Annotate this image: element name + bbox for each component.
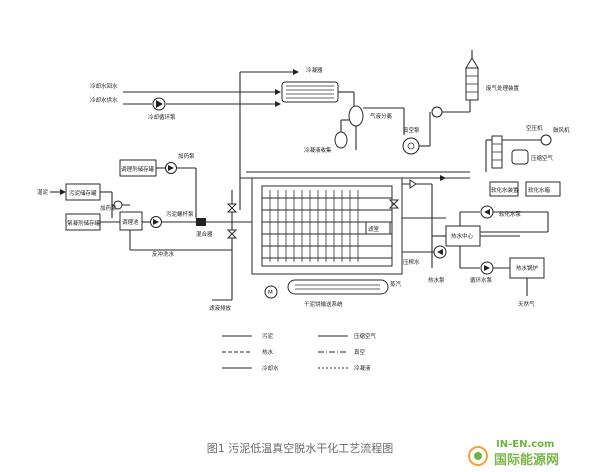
hot-water-system: 热水中心 热水泵 软化水泵 循环水泵 热水锅炉 天然气 [428, 184, 549, 308]
watermark-cn: 国际能源网 [494, 452, 559, 468]
label-steam-in: 天然气 [518, 300, 535, 308]
figure-caption: 图1 污泥低温真空脱水干化工艺流程图 [207, 441, 394, 455]
label-soft-pump: 软化水泵 [499, 210, 522, 218]
condenser: 冷凝器 [239, 66, 355, 210]
label-mixer: 调理池 [122, 218, 139, 226]
label-air-tank: 压缩空气 [531, 154, 554, 162]
label-pam-tank: 絮凝剂储存罐 [67, 219, 101, 227]
label-softener: 软化水装置 [491, 186, 519, 194]
gas-liquid-separators: 气液分离 冷凝液收集 [304, 105, 405, 154]
label-condenser: 冷凝器 [306, 66, 323, 74]
watermark-logo: IN-EN.com 国际能源网 [468, 439, 559, 468]
legend-label-2: 热水 [262, 348, 274, 356]
label-vacuum-pump: 真空泵 [403, 126, 420, 134]
legend-label-4: 压缩空气 [354, 332, 377, 340]
air-tank [511, 149, 529, 165]
utilities: 软化水装置 软化水箱 压缩空气 空压机 鼓风机 [485, 124, 570, 197]
filter-press: 滤室 压榨水 [240, 171, 470, 275]
label-softener-tank: 软化水箱 [528, 186, 551, 194]
cake-conveyor: M 干泥饼输送系统 蒸汽 [252, 273, 402, 308]
blower-icon [540, 134, 552, 146]
label-cooling-return: 冷却水回水 [90, 82, 118, 90]
label-dosing-pump-1: 加药泵 [178, 152, 195, 160]
label-filter-chamber: 滤室 [368, 225, 380, 233]
label-blower: 鼓风机 [553, 126, 570, 134]
label-cond-tank: 冷凝液收集 [304, 146, 332, 154]
softener-tank [525, 181, 561, 197]
label-heat-center: 热水中心 [451, 232, 474, 240]
cooling-water-lines: 冷却水回水 冷却水供水 冷却循环泵 [90, 82, 281, 121]
legend-label-5: 真空 [354, 348, 366, 356]
valves: 滤液排放 [209, 190, 238, 312]
vacuum-pump-icon [402, 137, 420, 155]
motor-icon [264, 285, 278, 299]
label-air-dryer: 空压机 [526, 124, 543, 132]
softener [489, 181, 519, 197]
label-waste-gas: 废气处理装置 [486, 84, 520, 92]
label-gas-out: 蒸汽 [390, 280, 402, 288]
label-heater: 热水锅炉 [516, 264, 539, 272]
mixer-tank [119, 211, 143, 231]
label-gas-liquid-sep: 气液分离 [370, 112, 393, 120]
legend-label-1: 污泥 [262, 332, 274, 340]
vacuum-system: 真空泵 废气处理装置 [402, 50, 520, 155]
static-mixer [196, 218, 206, 226]
label-press-unit: 干泥饼输送系统 [304, 300, 343, 308]
label-screw-pump: 污泥螺杆泵 [166, 210, 194, 218]
label-heat-pump-2: 循环水泵 [470, 276, 493, 284]
label-heat-pump-1: 热水泵 [428, 276, 445, 284]
legend-label-6: 冷凝液 [354, 364, 371, 372]
label-cooling-pump: 冷却循环泵 [148, 113, 176, 121]
label-return-line: 反冲洗水 [152, 250, 175, 258]
label-conditioner-tank: 调理剂储存罐 [121, 165, 155, 173]
legend-label-3: 冷却水 [262, 364, 279, 372]
label-sludge-tank: 污泥储存罐 [69, 189, 97, 197]
legend: 污泥 热水 冷却水 压缩空气 真空 冷凝液 [222, 332, 377, 372]
watermark-en: IN-EN.com [496, 439, 554, 450]
label-static-mixer: 混合器 [196, 230, 213, 238]
label-sludge-in: 湿泥 [37, 188, 49, 196]
label-motor: M [268, 290, 273, 296]
label-cooling-supply: 冷却水供水 [90, 96, 118, 104]
label-dosing-pump-2: 加药泵 [100, 204, 117, 212]
label-drain: 滤液排放 [209, 304, 232, 312]
label-press-in: 压榨水 [403, 258, 420, 266]
feed-train: 湿泥 污泥储存罐 絮凝剂储存罐 调理剂储存罐 加药泵 调理池 加药泵 污泥螺杆泵… [37, 152, 258, 258]
